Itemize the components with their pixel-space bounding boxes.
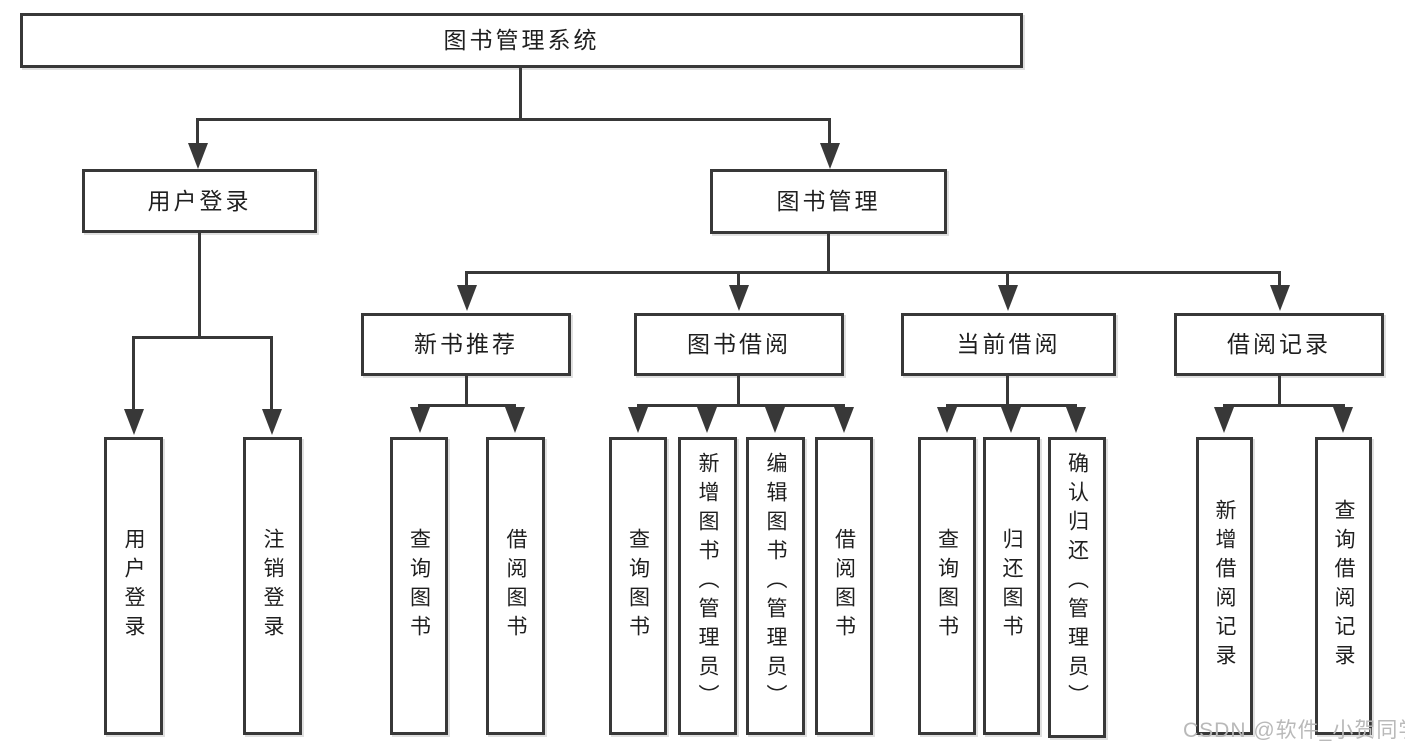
connector-line	[827, 234, 830, 274]
connector-line	[465, 271, 468, 289]
connector-line	[465, 271, 1281, 274]
leaf-records-query-record: 查询借阅记录	[1315, 437, 1372, 735]
connector-line	[1006, 376, 1009, 407]
leaf-records-query-record-label: 查询借阅记录	[1332, 499, 1355, 673]
node-current-borrowing: 当前借阅	[901, 313, 1116, 376]
node-root-label: 图书管理系统	[443, 27, 600, 53]
connector-line	[196, 118, 199, 148]
connector-line	[1223, 404, 1345, 407]
leaf-borrowing-edit-books-admin-label: 编辑图书（管理员）	[764, 452, 787, 713]
leaf-recommend-borrow-books-label: 借阅图书	[504, 528, 527, 644]
arrow-down-icon	[410, 407, 430, 433]
leaf-recommend-borrow-books: 借阅图书	[486, 437, 545, 735]
watermark: CSDN @软件_小贺同学	[1183, 719, 1405, 742]
arrow-down-icon	[937, 407, 957, 433]
leaf-borrowing-add-books-admin: 新增图书（管理员）	[678, 437, 737, 735]
connector-line	[465, 376, 468, 407]
leaf-user-login: 用户登录	[104, 437, 163, 735]
leaf-current-return-books-label: 归还图书	[1000, 528, 1023, 644]
leaf-borrowing-query-books: 查询图书	[609, 437, 667, 735]
leaf-user-login-label: 用户登录	[122, 528, 145, 644]
node-current-borrowing-label: 当前借阅	[956, 331, 1061, 357]
arrow-down-icon	[262, 409, 282, 435]
leaf-current-query-books: 查询图书	[918, 437, 976, 735]
connector-line	[737, 376, 740, 407]
node-book-borrowing-label: 图书借阅	[687, 331, 791, 357]
node-book-borrowing: 图书借阅	[634, 313, 844, 376]
connector-line	[946, 404, 1077, 407]
leaf-recommend-query-books-label: 查询图书	[407, 528, 431, 644]
connector-line	[418, 404, 516, 407]
connector-line	[1278, 376, 1281, 407]
leaf-logout-label: 注销登录	[261, 528, 284, 644]
connector-line	[270, 336, 273, 412]
node-user-login-label: 用户登录	[147, 187, 252, 214]
connector-line	[637, 404, 845, 407]
leaf-borrowing-query-books-label: 查询图书	[626, 528, 650, 644]
arrow-down-icon	[188, 143, 208, 169]
node-book-management: 图书管理	[710, 169, 947, 234]
node-book-management-label: 图书管理	[776, 188, 881, 214]
node-root: 图书管理系统	[20, 13, 1023, 68]
node-user-login: 用户登录	[82, 169, 317, 233]
leaf-logout: 注销登录	[243, 437, 302, 735]
arrow-down-icon	[628, 407, 648, 433]
node-new-book-recommend-label: 新书推荐	[414, 331, 518, 357]
leaf-borrowing-borrow-books-label: 借阅图书	[832, 528, 856, 644]
leaf-records-add-record: 新增借阅记录	[1196, 437, 1253, 735]
arrow-down-icon	[1214, 407, 1234, 433]
arrow-down-icon	[457, 285, 477, 311]
connector-line	[737, 271, 740, 289]
connector-line	[196, 118, 831, 121]
node-borrow-records-label: 借阅记录	[1227, 331, 1331, 357]
leaf-borrowing-edit-books-admin: 编辑图书（管理员）	[746, 437, 805, 735]
arrow-down-icon	[834, 407, 854, 433]
leaf-borrowing-add-books-admin-label: 新增图书（管理员）	[696, 452, 719, 713]
connector-line	[132, 336, 135, 412]
leaf-current-return-books: 归还图书	[983, 437, 1040, 735]
connector-line	[1006, 271, 1009, 289]
arrow-down-icon	[998, 285, 1018, 311]
leaf-current-confirm-return-admin: 确认归还（管理员）	[1048, 437, 1106, 738]
arrow-down-icon	[1270, 285, 1290, 311]
leaf-records-add-record-label: 新增借阅记录	[1213, 499, 1236, 673]
connector-line	[132, 336, 273, 339]
arrow-down-icon	[505, 407, 525, 433]
arrow-down-icon	[729, 285, 749, 311]
node-borrow-records: 借阅记录	[1174, 313, 1384, 376]
leaf-borrowing-borrow-books: 借阅图书	[815, 437, 873, 735]
arrow-down-icon	[1066, 407, 1086, 433]
leaf-recommend-query-books: 查询图书	[390, 437, 448, 735]
arrow-down-icon	[1001, 407, 1021, 433]
connector-line	[519, 68, 522, 120]
arrow-down-icon	[820, 143, 840, 169]
leaf-current-query-books-label: 查询图书	[935, 528, 959, 644]
leaf-current-confirm-return-admin-label: 确认归还（管理员）	[1065, 452, 1089, 713]
connector-line	[1278, 271, 1281, 289]
connector-line	[198, 233, 201, 339]
arrow-down-icon	[697, 407, 717, 433]
arrow-down-icon	[124, 409, 144, 435]
arrow-down-icon	[1333, 407, 1353, 433]
node-new-book-recommend: 新书推荐	[361, 313, 571, 376]
arrow-down-icon	[765, 407, 785, 433]
connector-line	[828, 118, 831, 148]
